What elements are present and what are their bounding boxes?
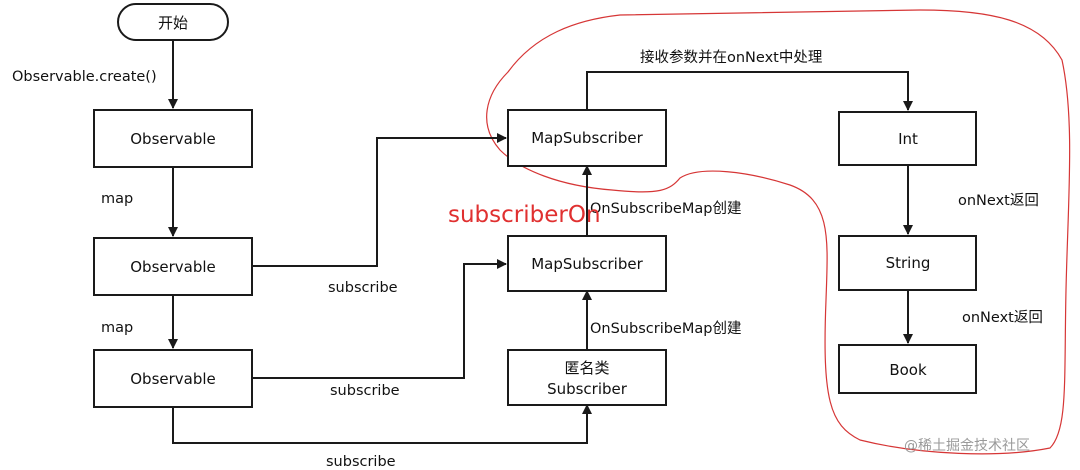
observable-node-3 bbox=[93, 349, 253, 408]
nodes: 开始 Observable Observable Observable MapS… bbox=[93, 3, 977, 408]
handwritten-enclosure bbox=[486, 9, 1071, 455]
observable-node-2-label: Observable bbox=[130, 258, 216, 276]
int-node-label: Int bbox=[898, 130, 918, 148]
label-onnext-1: onNext返回 bbox=[958, 192, 1039, 209]
anonymous-subscriber-label-2: Subscriber bbox=[547, 380, 628, 398]
label-onnext-2: onNext返回 bbox=[962, 309, 1043, 326]
label-map-1: map bbox=[101, 191, 133, 207]
observable-node-1 bbox=[93, 109, 253, 168]
mapsubscriber-node-2-label: MapSubscriber bbox=[531, 255, 643, 273]
edges bbox=[168, 40, 913, 444]
edge-labels: Observable.create() map map subscribe su… bbox=[12, 49, 1043, 470]
label-onsubscribemap-2: OnSubscribeMap创建 bbox=[590, 320, 741, 337]
string-node-label: String bbox=[886, 254, 931, 272]
string-node bbox=[838, 235, 977, 291]
edge-mapsub1-int bbox=[586, 71, 913, 111]
observable-node-1-label: Observable bbox=[130, 130, 216, 148]
start-node bbox=[117, 3, 229, 41]
watermark: @稀土掘金技术社区 bbox=[904, 438, 1030, 454]
edge-obs3-anon bbox=[172, 404, 592, 444]
int-node bbox=[838, 111, 977, 166]
subscriberon-annotation: subscriberOn bbox=[448, 202, 601, 228]
book-node bbox=[838, 344, 977, 394]
book-node-label: Book bbox=[889, 361, 927, 379]
label-subscribe-2: subscribe bbox=[330, 383, 400, 399]
label-receive: 接收参数并在onNext中处理 bbox=[640, 49, 823, 66]
label-subscribe-1: subscribe bbox=[328, 280, 398, 296]
observable-node-3-label: Observable bbox=[130, 370, 216, 388]
anonymous-subscriber-label-1: 匿名类 bbox=[564, 359, 609, 377]
label-subscribe-3: subscribe bbox=[326, 454, 396, 470]
mapsubscriber-node-1 bbox=[507, 109, 667, 167]
anonymous-subscriber-node bbox=[507, 349, 667, 406]
edge-obs2-mapsub1 bbox=[252, 133, 507, 267]
label-create: Observable.create() bbox=[12, 69, 157, 85]
start-node-label: 开始 bbox=[158, 14, 188, 32]
label-onsubscribemap-1: OnSubscribeMap创建 bbox=[590, 200, 741, 217]
mapsubscriber-node-1-label: MapSubscriber bbox=[531, 129, 643, 147]
mapsubscriber-node-2 bbox=[507, 235, 667, 292]
label-map-2: map bbox=[101, 320, 133, 336]
edge-obs3-mapsub2 bbox=[252, 259, 507, 379]
observable-node-2 bbox=[93, 237, 253, 296]
